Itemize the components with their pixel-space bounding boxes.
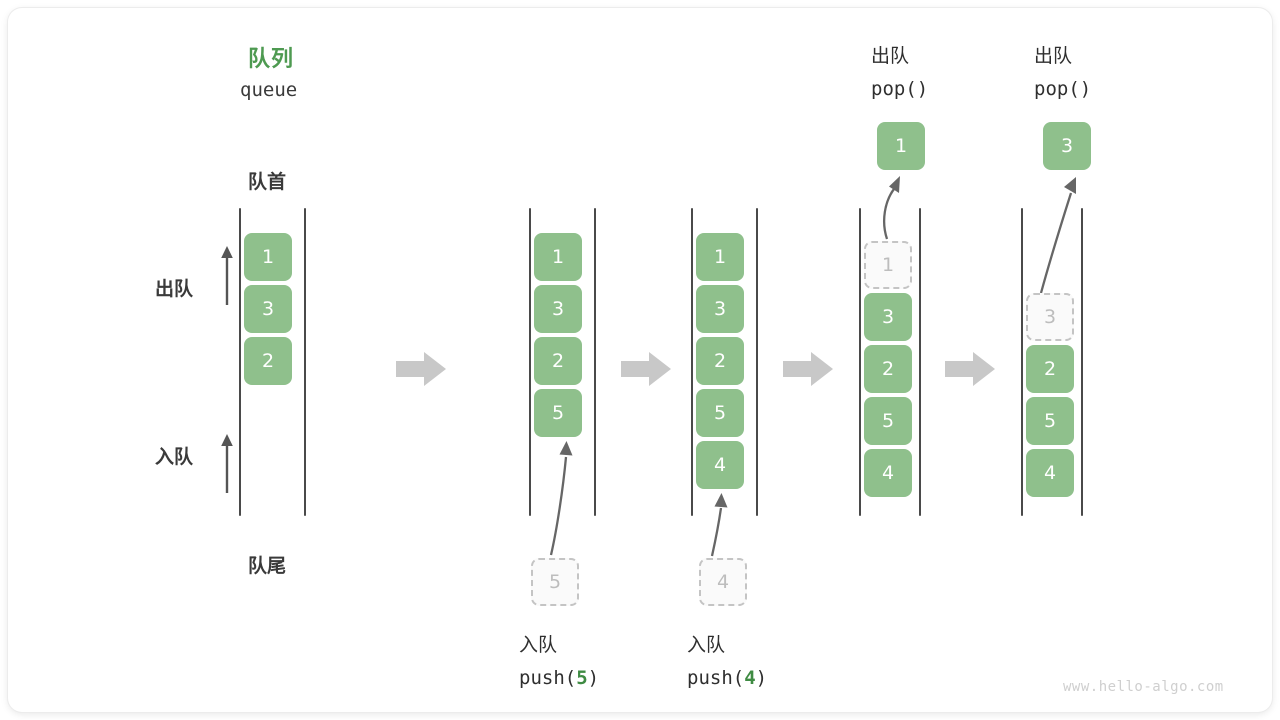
rail-right [594, 208, 596, 516]
enqueue-side-label: 入队 [155, 447, 194, 468]
op-code-prefix: pop( [871, 78, 917, 100]
op-code-prefix: pop( [1034, 78, 1080, 100]
enqueue-motion-arrow-icon [710, 493, 728, 557]
op-code-arg: 5 [576, 667, 588, 689]
queue-cell: 5 [864, 397, 912, 445]
queue-cell: 3 [534, 285, 582, 333]
incoming-ghost-cell: 4 [699, 558, 747, 606]
tail-label: 队尾 [248, 556, 287, 577]
op-code-arg: 4 [744, 667, 756, 689]
dequeue-up-arrow-icon [221, 246, 233, 305]
step-arrow-icon [396, 352, 446, 386]
op-code-suffix: ) [916, 78, 929, 100]
dequeue-motion-arrow-icon [883, 176, 900, 240]
op-label-code: pop() [1034, 78, 1091, 100]
op-code-suffix: ) [587, 667, 600, 689]
op-label-cn: 入队 [519, 635, 558, 656]
queue-cell: 1 [244, 233, 292, 281]
rail-left [1021, 208, 1023, 516]
op-label-code: push(4) [687, 667, 767, 689]
popped-cell: 1 [877, 122, 925, 170]
op-label-code: push(5) [519, 667, 599, 689]
op-label-cn: 出队 [871, 46, 910, 67]
op-label-cn: 入队 [687, 635, 726, 656]
queue-cell-ghost: 3 [1026, 293, 1074, 341]
dequeue-side-label: 出队 [155, 279, 194, 300]
queue-cell: 2 [696, 337, 744, 385]
queue-title-cn: 队列 [248, 46, 295, 71]
popped-cell: 3 [1043, 122, 1091, 170]
queue-cell: 2 [534, 337, 582, 385]
queue-cell: 3 [244, 285, 292, 333]
step-arrow-icon [621, 352, 671, 386]
step-arrow-icon [945, 352, 995, 386]
queue-cell: 5 [696, 389, 744, 437]
op-code-prefix: push( [687, 667, 745, 689]
op-code-suffix: ) [755, 667, 768, 689]
op-code-suffix: ) [1079, 78, 1092, 100]
queue-cell: 2 [864, 345, 912, 393]
op-label-code: pop() [871, 78, 928, 100]
queue-cell: 1 [696, 233, 744, 281]
rail-left [529, 208, 531, 516]
op-code-prefix: push( [519, 667, 577, 689]
head-label: 队首 [248, 172, 287, 193]
queue-cell-new: 5 [534, 389, 582, 437]
queue-cell-ghost: 1 [864, 241, 912, 289]
dequeue-motion-arrow-icon [1039, 177, 1076, 294]
diagram-card: 队列 queue 队首 队尾 出队 入队 1 3 2 [8, 8, 1272, 712]
queue-cell: 4 [864, 449, 912, 497]
rail-left [691, 208, 693, 516]
queue-cell: 3 [864, 293, 912, 341]
queue-cell-new: 4 [696, 441, 744, 489]
rail-right [304, 208, 306, 516]
rail-right [919, 208, 921, 516]
rail-right [1081, 208, 1083, 516]
queue-cell: 4 [1026, 449, 1074, 497]
queue-cell: 1 [534, 233, 582, 281]
rail-right [756, 208, 758, 516]
watermark: www.hello-algo.com [1063, 679, 1224, 695]
rail-left [239, 208, 241, 516]
rail-left [859, 208, 861, 516]
queue-cell: 2 [244, 337, 292, 385]
step-arrow-icon [783, 352, 833, 386]
queue-cell: 3 [696, 285, 744, 333]
enqueue-motion-arrow-icon [549, 441, 573, 556]
queue-cell: 2 [1026, 345, 1074, 393]
enqueue-up-arrow-icon [221, 434, 233, 493]
queue-cell: 5 [1026, 397, 1074, 445]
incoming-ghost-cell: 5 [531, 558, 579, 606]
queue-title-en: queue [240, 79, 298, 101]
op-label-cn: 出队 [1034, 46, 1073, 67]
